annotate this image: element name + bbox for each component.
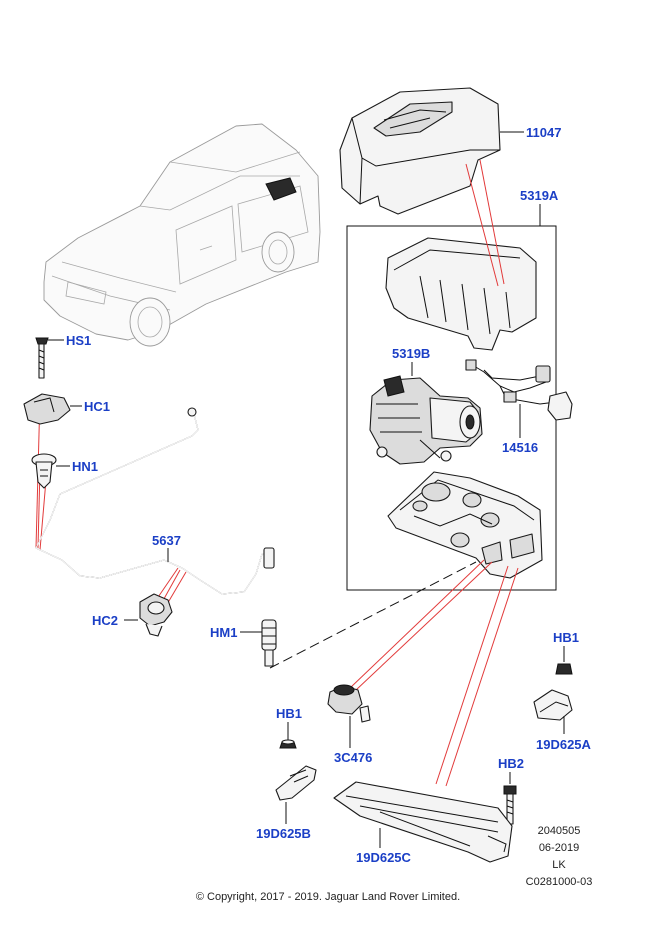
- diagram-metadata: 2040505 06-2019 LK C0281000-03: [526, 825, 593, 888]
- callout-19d625c: 19D625C: [356, 850, 412, 865]
- callout-hc2: HC2: [92, 613, 118, 628]
- nut-hn1: [31, 453, 70, 489]
- air-pipe-5637: [35, 407, 275, 595]
- callout-hb1-right: HB1: [553, 630, 579, 645]
- callout-19d625b: 19D625B: [256, 826, 311, 841]
- vehicle-illustration: [43, 123, 321, 347]
- callout-hm1: HM1: [210, 625, 237, 640]
- callout-14516: 14516: [502, 440, 538, 455]
- clip-hc1: [23, 393, 82, 425]
- callout-hs1: HS1: [66, 333, 91, 348]
- callout-hb1-left: HB1: [276, 706, 302, 721]
- valve-3c476: [327, 684, 371, 748]
- callout-5319b: 5319B: [392, 346, 430, 361]
- nut-hb1-right: [555, 646, 573, 675]
- screw-hs1: [35, 337, 49, 379]
- bracket-19d625b: [275, 765, 317, 824]
- meta-line-3: LK: [552, 859, 566, 871]
- callout-5319a: 5319A: [520, 188, 559, 203]
- callout-hc1: HC1: [84, 399, 110, 414]
- callout-hb2: HB2: [498, 756, 524, 771]
- wiring-harness-14516: [465, 359, 573, 438]
- callout-leaders: [48, 131, 524, 376]
- under-tray-19d625c: [333, 781, 513, 863]
- meta-line-2: 06-2019: [539, 842, 579, 854]
- callout-11047: 11047: [526, 125, 561, 140]
- clip-hc2: [124, 593, 173, 637]
- callout-3c476: 3C476: [334, 750, 372, 765]
- copyright-notice: © Copyright, 2017 - 2019. Jaguar Land Ro…: [196, 891, 460, 903]
- compressor-5319b: [369, 375, 483, 465]
- mounting-tray: [387, 471, 543, 579]
- connector-hm1: [240, 561, 477, 669]
- callout-5637: 5637: [152, 533, 181, 548]
- compressor-cover: [385, 237, 537, 351]
- meta-line-1: 2040505: [538, 825, 581, 837]
- bolt-hb2: [503, 772, 517, 825]
- meta-line-4: C0281000-03: [526, 876, 593, 888]
- callout-hn1: HN1: [72, 459, 98, 474]
- callout-19d625a: 19D625A: [536, 737, 592, 752]
- bracket-19d625a: [533, 689, 573, 734]
- engine-cover-11047: [339, 87, 501, 215]
- nut-hb1-left: [279, 722, 297, 749]
